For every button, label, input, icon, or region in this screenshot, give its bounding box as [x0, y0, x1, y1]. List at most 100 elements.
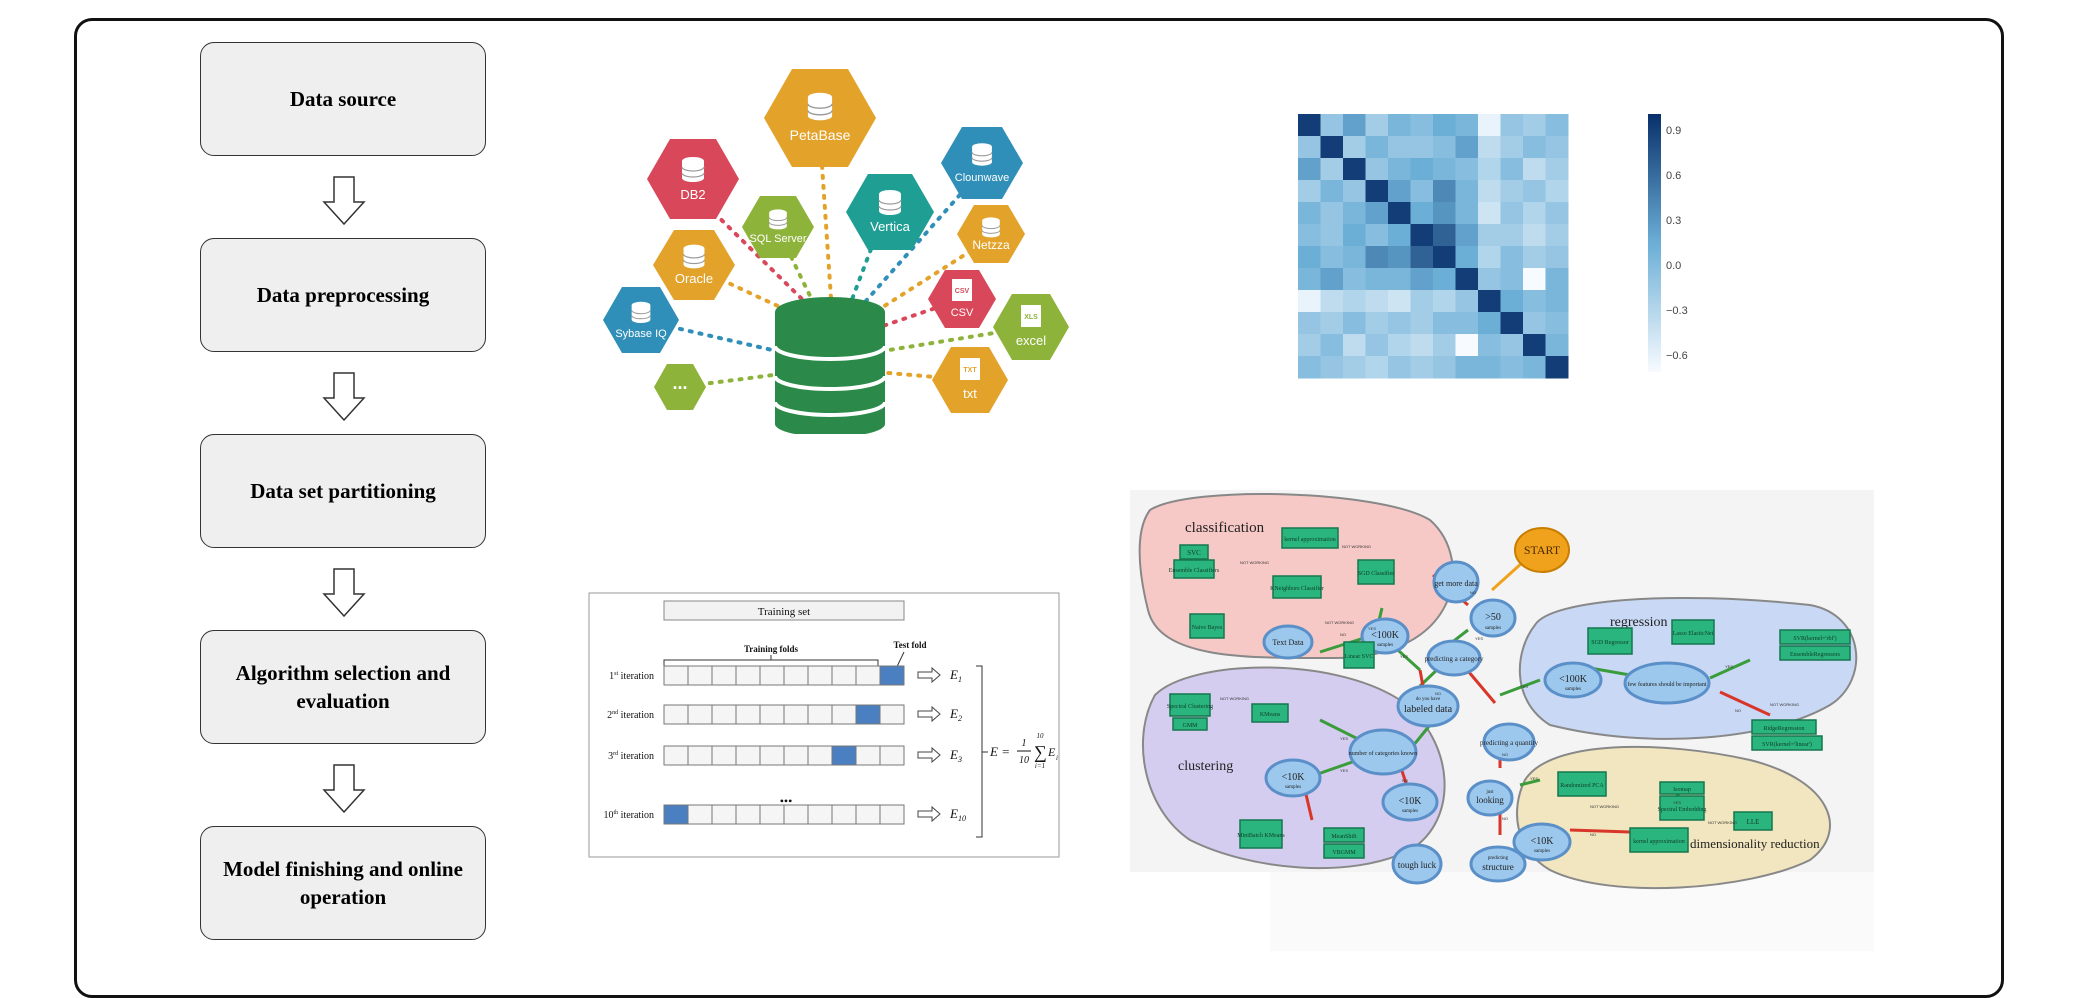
flow-step-data-preprocessing: Data preprocessing — [200, 238, 486, 352]
estimator-naive-bayes: Naive Bayes — [1189, 613, 1225, 639]
svg-text:get more data: get more data — [1434, 579, 1478, 588]
heatmap-cell — [1365, 114, 1389, 137]
svg-text:NO: NO — [1502, 752, 1508, 757]
svg-text:number of categories known: number of categories known — [1349, 750, 1417, 757]
svg-text:Naive Bayes: Naive Bayes — [1192, 625, 1223, 631]
heatmap-cell — [1433, 246, 1456, 269]
clounwave-hex: Clounwave — [941, 127, 1023, 199]
svg-text:EnsembleRegressors: EnsembleRegressors — [1790, 652, 1841, 658]
heatmap-cell — [1320, 268, 1344, 291]
heatmap-cell — [1410, 158, 1434, 181]
svg-text:i=1: i=1 — [1035, 762, 1045, 770]
heatmap-cell — [1343, 246, 1366, 269]
training-fold-cell — [711, 665, 737, 686]
svg-text:E =: E = — [989, 744, 1010, 759]
heatmap-cell — [1298, 114, 1321, 137]
decision-less-than-10k-clustering-2: <10K samples — [1381, 782, 1439, 822]
training-fold-cell — [807, 804, 833, 825]
heatmap-cell — [1478, 202, 1501, 225]
heatmap-cell — [1478, 114, 1501, 137]
heatmap-cell — [1545, 158, 1569, 181]
heatmap-cell — [1343, 180, 1366, 203]
right-arrow-icon — [917, 705, 941, 723]
heatmap-cell — [1388, 356, 1411, 379]
estimator-svr-rbf: SVR(kernel='rbf') — [1779, 629, 1851, 645]
decision-category: predicting a category — [1424, 639, 1484, 677]
decision-predicting-structure: predicting structure — [1469, 845, 1527, 883]
heatmap-cell — [1388, 180, 1411, 203]
colorbar-tick: −0.3 — [1666, 305, 1688, 317]
svg-text:predicting a category: predicting a category — [1424, 655, 1484, 663]
svg-text:structure: structure — [1482, 862, 1514, 872]
heatmap-cell — [1523, 268, 1546, 291]
svg-text:NO: NO — [1502, 816, 1508, 821]
heatmap-cell — [1388, 114, 1411, 137]
heatmap-cell — [1365, 312, 1389, 335]
training-fold-cell — [831, 704, 857, 725]
classification-title: classification — [1185, 520, 1265, 536]
training-fold-cell — [879, 745, 905, 766]
svg-text:LLE: LLE — [1747, 818, 1760, 826]
heatmap-cell — [1545, 136, 1569, 159]
svg-text:NOT WORKING: NOT WORKING — [1590, 804, 1619, 809]
heatmap-cell — [1320, 180, 1344, 203]
heatmap-cell — [1320, 312, 1344, 335]
svg-text:DB2: DB2 — [680, 187, 705, 202]
heatmap-cell — [1298, 246, 1321, 269]
sybase-iq-hex: Sybase IQ — [603, 287, 679, 353]
heatmap-cell — [1343, 334, 1366, 357]
estimator-randomized-pca: Randomized PCA — [1557, 771, 1607, 797]
decision-number-of-categories: number of categories known — [1348, 728, 1418, 776]
svg-text:predicting a quantity: predicting a quantity — [1480, 739, 1538, 747]
heatmap-cell — [1320, 224, 1344, 247]
estimator-kmeans: KMeans — [1251, 703, 1289, 723]
decision-more-data: get more data — [1432, 560, 1480, 604]
svg-text:labeled data: labeled data — [1404, 704, 1453, 715]
svg-text:YES: YES — [1520, 684, 1528, 689]
training-fold-cell — [783, 745, 809, 766]
heatmap-cell — [1523, 290, 1546, 313]
svg-text:RidgeRegression: RidgeRegression — [1764, 726, 1805, 732]
iteration-label: 10th iteration — [604, 810, 655, 821]
estimator-vbgmm: VBGMM — [1323, 843, 1365, 859]
heatmap-cell — [1410, 136, 1434, 159]
iterations-brace — [976, 665, 988, 838]
iteration-label: 3rd iteration — [608, 751, 654, 762]
heatmap-colorbar — [1648, 114, 1661, 372]
decision-less-than-10k-dimensionality: <10K samples — [1512, 822, 1572, 862]
heatmap-cell — [1343, 114, 1366, 137]
svg-text:SVR(kernel='linear'): SVR(kernel='linear') — [1762, 741, 1812, 748]
estimator-lle: LLE — [1733, 811, 1773, 831]
training-fold-cell — [759, 745, 785, 766]
svg-text:Lasso ElasticNet: Lasso ElasticNet — [1673, 631, 1714, 637]
right-arrow-icon — [917, 666, 941, 684]
heatmap-cell — [1545, 268, 1569, 291]
heatmap-cell — [1365, 268, 1389, 291]
heatmap-cell — [1410, 246, 1434, 269]
heatmap-cell — [1545, 334, 1569, 357]
svg-text:kernel approximation: kernel approximation — [1284, 537, 1335, 543]
svg-text:predicting: predicting — [1488, 856, 1509, 861]
heatmap-cell — [1410, 180, 1434, 203]
iteration-error: E2 — [949, 706, 962, 723]
svg-text:<100K: <100K — [1559, 674, 1588, 685]
iteration-error: E10 — [949, 806, 966, 823]
svg-text:Linear SVC: Linear SVC — [1345, 654, 1374, 660]
training-fold-cell — [663, 745, 689, 766]
heatmap-cell — [1478, 246, 1501, 269]
svg-text:NOT WORKING: NOT WORKING — [1325, 620, 1354, 625]
training-fold-cell — [807, 745, 833, 766]
vertica-hex: Vertica — [846, 174, 934, 250]
heatmap-cell — [1500, 334, 1524, 357]
svg-text:NO: NO — [1590, 832, 1596, 837]
test-fold-label: Test fold — [894, 640, 927, 650]
heatmap-cell — [1365, 202, 1389, 225]
heatmap-cell — [1545, 114, 1569, 137]
heatmap-cell — [1343, 290, 1366, 313]
svg-text:SGD Classifier: SGD Classifier — [1358, 570, 1395, 577]
svg-text:10: 10 — [1019, 755, 1029, 766]
database-sources-illustration: PetaBase DB2 Clounwave SQL Server Vertic… — [603, 69, 1069, 434]
estimator-ridge-regression: RidgeRegression — [1751, 719, 1817, 735]
test-fold-cell — [879, 665, 905, 686]
